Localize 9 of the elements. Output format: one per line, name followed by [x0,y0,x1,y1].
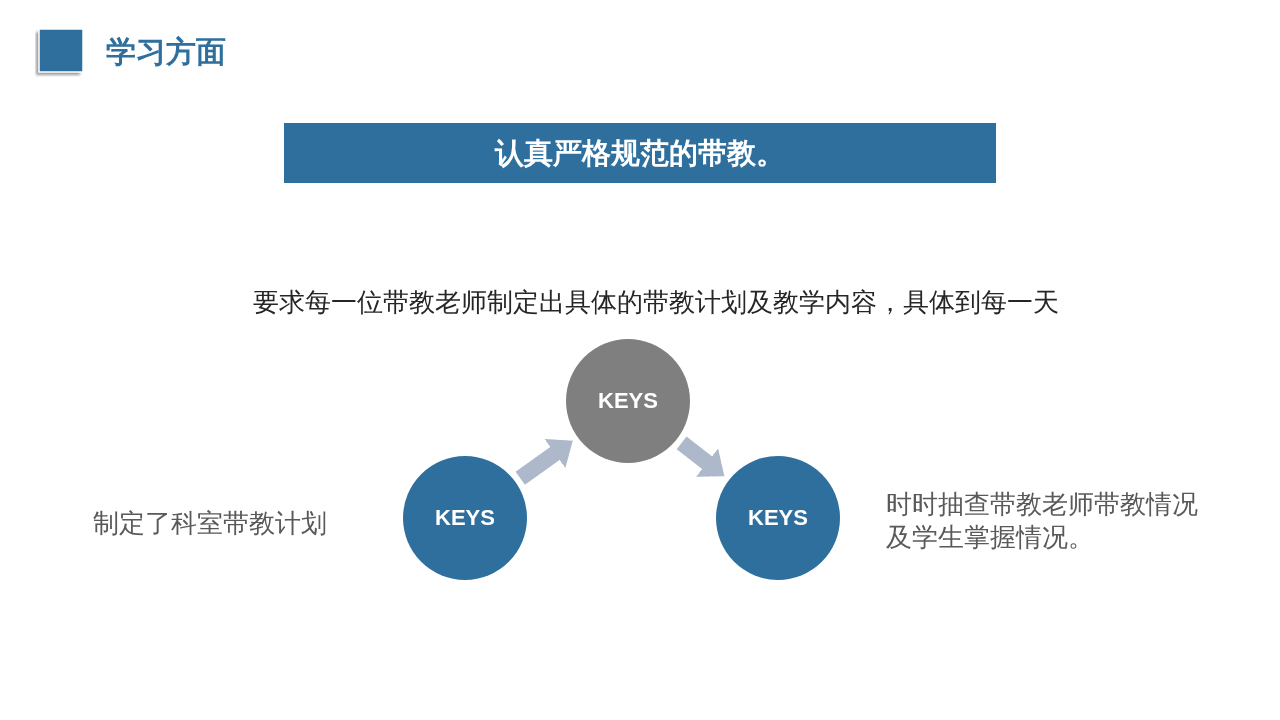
circle-label: KEYS [435,505,495,531]
banner-text: 认真严格规范的带教。 [495,136,785,171]
description-text: 时时抽查带教老师带教情况及学生掌握情况。 [886,488,1199,554]
title-banner [284,123,996,183]
circle-label: KEYS [748,505,808,531]
description-text: 要求每一位带教老师制定出具体的带教计划及教学内容，具体到每一天 [253,286,1060,319]
description-text: 制定了科室带教计划 [93,507,328,540]
slide-title: 学习方面 [106,34,226,70]
circle-label: KEYS [598,388,658,414]
